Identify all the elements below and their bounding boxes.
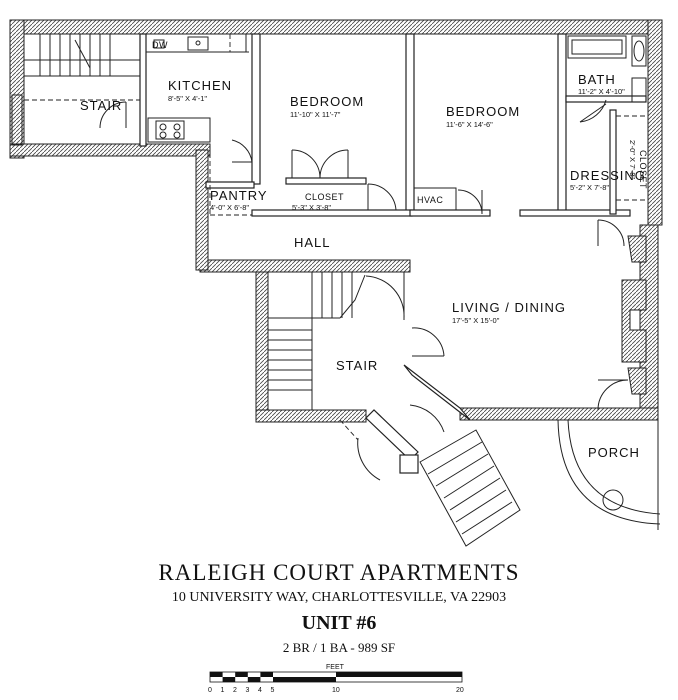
entry-stair <box>339 404 521 547</box>
building-address: 10 UNIVERSITY WAY, CHARLOTTESVILLE, VA 2… <box>171 590 507 605</box>
hvac-enclosure <box>413 187 457 211</box>
scale-tick-4: 4 <box>258 687 262 694</box>
label-bedroom-1: BEDROOM <box>290 94 364 109</box>
west-stair <box>11 34 140 146</box>
scale-tick-0: 0 <box>208 687 212 694</box>
label-hvac: HVAC <box>417 195 443 205</box>
bedroom-doors <box>231 139 625 247</box>
dim-bedroom-1: 11'-10" X 11'-7" <box>290 110 341 119</box>
label-porch: PORCH <box>588 445 640 460</box>
dim-kitchen: 8'-5" X 4'-1" <box>168 94 207 103</box>
scale-tick-1: 1 <box>221 687 225 694</box>
unit-summary: 2 BR / 1 BA - 989 SF <box>282 640 396 655</box>
kitchen-fixtures <box>145 33 252 216</box>
exterior-walls <box>9 19 663 423</box>
scale-tick-2: 2 <box>233 687 237 694</box>
living-bay <box>557 235 661 530</box>
unit-number: UNIT #6 <box>301 612 377 634</box>
label-pantry: PANTRY <box>210 188 268 203</box>
interior-walls <box>139 33 647 217</box>
label-bath: BATH <box>578 72 616 87</box>
floor-plan: STAIR DW KITCHEN 8'-5" X 4'-1" BEDROOM 1… <box>9 19 663 547</box>
central-stair <box>268 272 471 461</box>
building-name: RALEIGH COURT APARTMENTS <box>158 560 520 585</box>
scale-bar: FEET 0 1 2 3 4 5 10 20 <box>208 664 464 694</box>
bath-fixtures <box>567 35 647 201</box>
dim-dressing: 5'-2" X 7'-8" <box>570 183 609 192</box>
scale-tick-5: 5 <box>271 687 275 694</box>
label-closet-1: CLOSET <box>305 192 344 202</box>
label-stair-center: STAIR <box>336 358 378 373</box>
label-kitchen: KITCHEN <box>168 78 232 93</box>
dim-living-dining: 17'-5" X 15'-0" <box>452 316 500 325</box>
label-dishwasher: DW <box>152 40 168 50</box>
dim-bedroom-2: 11'-6" X 14'-6" <box>446 120 493 129</box>
dim-closet-2: 2'-0" X 7'-8" <box>628 140 637 179</box>
dim-bath: 11'-2" X 4'-10" <box>578 87 625 96</box>
label-closet-2: CLOSET <box>638 150 648 189</box>
scale-label: FEET <box>326 664 345 671</box>
scale-tick-20: 20 <box>456 687 464 694</box>
dim-pantry: 4'-0" X 6'-8" <box>210 203 249 212</box>
scale-tick-10: 10 <box>332 687 340 694</box>
scale-tick-3: 3 <box>246 687 250 694</box>
label-bedroom-2: BEDROOM <box>446 104 520 119</box>
label-dressing: DRESSING <box>570 168 646 183</box>
label-living-dining: LIVING / DINING <box>452 300 566 315</box>
dim-closet-1: 5'-3" X 3'-8" <box>292 203 331 212</box>
label-hall: HALL <box>294 235 331 250</box>
label-stair-west: STAIR <box>80 98 122 113</box>
